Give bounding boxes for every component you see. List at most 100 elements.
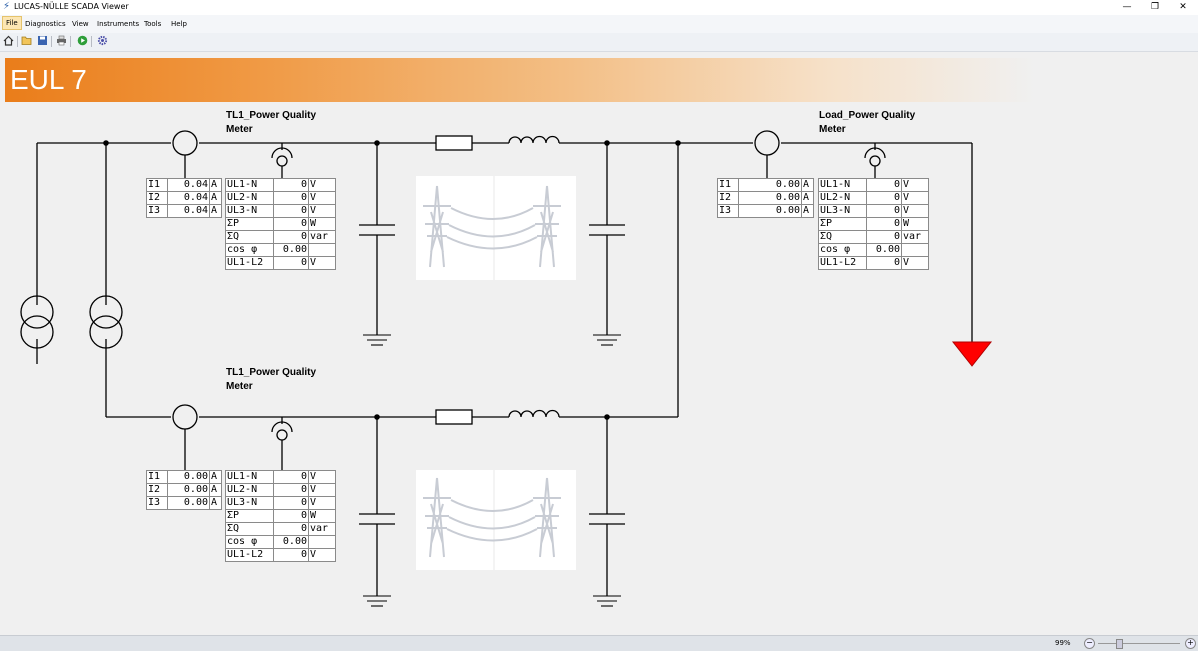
current-unit: A (801, 204, 814, 218)
reading-unit (901, 243, 929, 257)
menu-tools[interactable]: Tools (144, 20, 162, 28)
save-icon[interactable] (36, 35, 48, 47)
toolbar-separator (51, 36, 52, 47)
reading-label: cos φ (225, 243, 274, 257)
zoom-slider-thumb[interactable] (1116, 639, 1123, 649)
current-value: 0.00 (738, 204, 802, 218)
reading-label: UL2-N (818, 191, 867, 205)
reading-value: 0 (273, 496, 309, 510)
reading-label: UL1-L2 (225, 256, 274, 270)
print-icon[interactable] (55, 35, 67, 47)
reading-label: ΣP (225, 509, 274, 523)
restore-button[interactable]: ❐ (1150, 2, 1160, 12)
meter-title-line: TL1_Power Quality (226, 367, 317, 378)
current-value: 0.00 (167, 483, 210, 497)
reading-unit: W (901, 217, 929, 231)
reading-unit: W (308, 217, 336, 231)
open-folder-icon[interactable] (21, 35, 33, 47)
current-unit: A (801, 191, 814, 205)
reading-label: ΣQ (225, 230, 274, 244)
menu-instruments[interactable]: Instruments (97, 20, 140, 28)
zoom-out-button[interactable]: − (1084, 638, 1095, 649)
current-value: 0.00 (167, 496, 210, 510)
current-label: I3 (146, 496, 168, 510)
reading-value: 0 (273, 256, 309, 270)
reading-label: UL1-N (225, 178, 274, 192)
reading-value: 0 (866, 256, 902, 270)
reading-label: UL1-L2 (225, 548, 274, 562)
voltage-probes (271, 143, 886, 471)
reading-unit: V (308, 470, 336, 484)
reading-value: 0 (273, 483, 309, 497)
meter-title-tl1-top: TL1_Power Quality Meter (226, 109, 316, 137)
menu-file[interactable]: File (2, 16, 22, 30)
reading-label: cos φ (818, 243, 867, 257)
current-value: 0.00 (738, 191, 802, 205)
current-value: 0.04 (167, 191, 210, 205)
menu-diagnostics[interactable]: Diagnostics (25, 20, 66, 28)
menu-help[interactable]: Help (171, 20, 187, 28)
reading-value: 0 (273, 548, 309, 562)
reading-value: 0 (273, 509, 309, 523)
reading-unit: V (901, 204, 929, 218)
reading-unit: V (308, 204, 336, 218)
current-value: 0.00 (738, 178, 802, 192)
meter-title-line: TL1_Power Quality (226, 110, 317, 121)
window-title: LUCAS-NÜLLE SCADA Viewer (14, 2, 129, 11)
current-value: 0.04 (167, 204, 210, 218)
meter-title-line: Meter (226, 381, 253, 392)
reading-unit: V (308, 548, 336, 562)
zoom-slider-track[interactable] (1098, 643, 1180, 644)
close-button[interactable]: ✕ (1179, 2, 1187, 12)
reading-label: UL1-N (818, 178, 867, 192)
run-icon[interactable] (76, 35, 88, 47)
reading-unit: V (308, 483, 336, 497)
reading-value: 0 (273, 522, 309, 536)
title-bar: ⚡ LUCAS-NÜLLE SCADA Viewer — ❐ ✕ (0, 0, 1198, 15)
status-bar: 99% − + (0, 635, 1198, 651)
toolbar-separator (17, 36, 18, 47)
reading-label: UL1-N (225, 470, 274, 484)
transformer-symbols (20, 295, 123, 349)
minimize-button[interactable]: — (1122, 2, 1132, 12)
current-label: I3 (717, 204, 739, 218)
reading-label: UL3-N (818, 204, 867, 218)
reading-value: 0.00 (273, 535, 309, 549)
reading-label: ΣP (818, 217, 867, 231)
reading-label: UL3-N (225, 496, 274, 510)
reading-value: 0 (273, 191, 309, 205)
current-label: I3 (146, 204, 168, 218)
settings-gear-icon[interactable] (96, 35, 108, 47)
reading-unit: V (308, 178, 336, 192)
zoom-in-button[interactable]: + (1185, 638, 1196, 649)
current-label: I1 (146, 178, 168, 192)
page-banner: EUL 7 (5, 58, 1035, 102)
menu-view[interactable]: View (72, 20, 89, 28)
home-icon[interactable] (2, 35, 14, 47)
reading-unit: V (901, 178, 929, 192)
reading-value: 0 (273, 204, 309, 218)
reading-label: UL2-N (225, 191, 274, 205)
junction-dots (103, 140, 681, 420)
